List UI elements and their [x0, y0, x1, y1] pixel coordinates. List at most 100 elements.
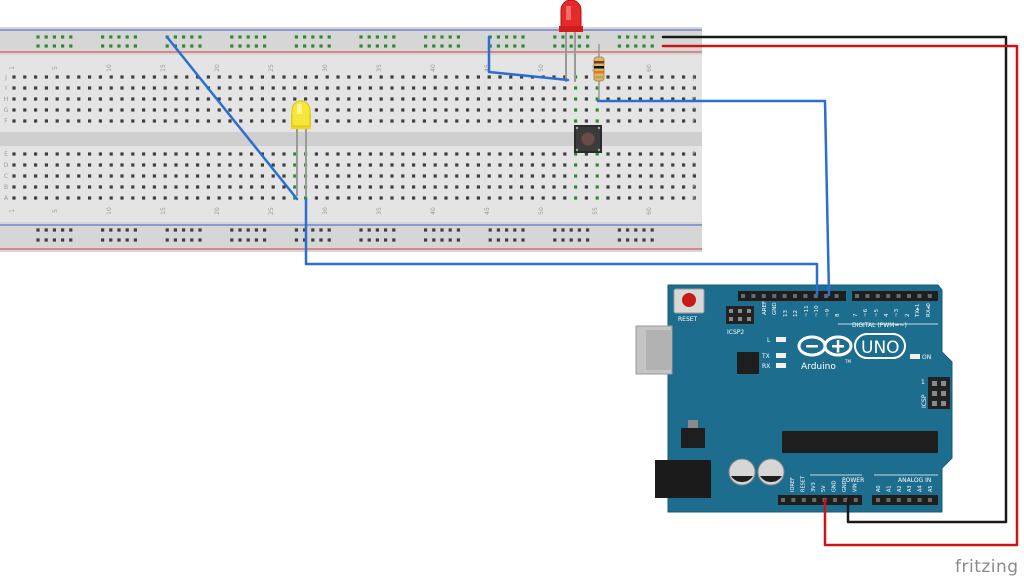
rail-hole	[327, 238, 331, 242]
row-letter: I	[5, 85, 7, 92]
breadboard-hole	[23, 108, 27, 112]
rail-hole	[319, 44, 323, 48]
breadboard-hole	[617, 152, 621, 156]
logo-uno-text: UNO	[861, 338, 900, 358]
breadboard-hole	[293, 97, 297, 101]
breadboard-hole	[487, 196, 491, 200]
breadboard-hole	[660, 119, 664, 123]
row-letter: G	[4, 107, 9, 114]
breadboard-hole	[250, 119, 254, 123]
power-pin-label: RESET	[800, 475, 806, 492]
column-number: 40	[430, 207, 437, 215]
breadboard-hole	[260, 97, 264, 101]
breadboard-hole	[498, 86, 502, 90]
breadboard-hole	[271, 196, 275, 200]
rail-hole	[165, 44, 169, 48]
breadboard-hole	[509, 152, 513, 156]
breadboard-hole	[552, 108, 556, 112]
rail-hole	[392, 44, 396, 48]
breadboard-hole	[422, 196, 426, 200]
breadboard-hole	[487, 86, 491, 90]
rail-hole	[367, 238, 371, 242]
breadboard-hole	[120, 196, 124, 200]
header-hole	[772, 294, 777, 298]
breadboard-hole	[347, 119, 351, 123]
tm-text: TM	[844, 359, 851, 364]
breadboard-hole	[77, 97, 81, 101]
breadboard-hole	[638, 152, 642, 156]
rail-hole	[513, 238, 517, 242]
breadboard-hole	[552, 75, 556, 79]
breadboard-hole	[66, 152, 70, 156]
icsp2-pin	[729, 309, 733, 313]
breadboard-hole	[520, 97, 524, 101]
breadboard-hole	[476, 163, 480, 167]
header-hole	[781, 498, 785, 502]
breadboard-hole	[433, 119, 437, 123]
digital-pin-label: ~11	[804, 305, 810, 317]
header-hole	[843, 498, 848, 502]
digital-pin-label: ~9	[825, 308, 831, 317]
rail-hole	[36, 228, 40, 232]
breadboard-hole	[422, 97, 426, 101]
breadboard-hole	[530, 163, 534, 167]
breadboard-hole	[552, 97, 556, 101]
breadboard-hole	[660, 152, 664, 156]
breadboard-hole	[379, 152, 383, 156]
breadboard-hole	[55, 196, 59, 200]
breadboard-hole	[260, 163, 264, 167]
breadboard-hole	[163, 75, 167, 79]
rail-hole	[69, 35, 73, 39]
rail-hole	[165, 238, 169, 242]
breadboard-hole	[98, 75, 102, 79]
breadboard-hole	[649, 119, 653, 123]
breadboard-hole	[336, 152, 340, 156]
wire-gnd-to-yellow-led	[165, 35, 299, 201]
breadboard-hole	[401, 75, 405, 79]
header-hole	[751, 294, 756, 298]
rail-hole	[448, 35, 452, 39]
breadboard-hole	[44, 108, 48, 112]
breadboard-hole	[88, 75, 92, 79]
breadboard-hole	[487, 163, 491, 167]
fritzing-watermark: fritzing	[955, 557, 1019, 576]
breadboard-hole	[88, 86, 92, 90]
rail-hole	[303, 35, 307, 39]
breadboard-hole	[584, 119, 588, 123]
breadboard-hole	[66, 196, 70, 200]
breadboard-hole	[660, 196, 664, 200]
breadboard-hole	[66, 174, 70, 178]
breadboard-hole	[185, 174, 189, 178]
breadboard-hole	[649, 108, 653, 112]
digital-pin-label: ~5	[874, 308, 880, 317]
push-button	[574, 125, 602, 153]
breadboard-hole	[196, 185, 200, 189]
breadboard-hole	[509, 97, 513, 101]
breadboard-hole	[163, 86, 167, 90]
rail-hole	[303, 238, 307, 242]
breadboard-hole	[120, 119, 124, 123]
breadboard-hole	[260, 108, 264, 112]
icsp-label: ICSP	[921, 394, 928, 408]
rail-hole	[101, 35, 105, 39]
row-letter: E	[4, 151, 8, 158]
rail-hole	[448, 228, 452, 232]
breadboard-hole	[55, 174, 59, 178]
breadboard-hole	[282, 196, 286, 200]
breadboard-hole	[368, 108, 372, 112]
breadboard-hole	[98, 119, 102, 123]
breadboard-hole	[368, 97, 372, 101]
brand-text: Arduino	[801, 362, 836, 372]
breadboard-hole	[520, 119, 524, 123]
breadboard-hole	[88, 108, 92, 112]
header-hole	[928, 498, 932, 502]
breadboard-hole	[541, 185, 545, 189]
breadboard-hole	[217, 75, 221, 79]
breadboard-hole	[217, 163, 221, 167]
breadboard-hole	[617, 196, 621, 200]
breadboard-hole	[498, 152, 502, 156]
rail-hole	[230, 238, 234, 242]
breadboard-hole	[671, 163, 675, 167]
